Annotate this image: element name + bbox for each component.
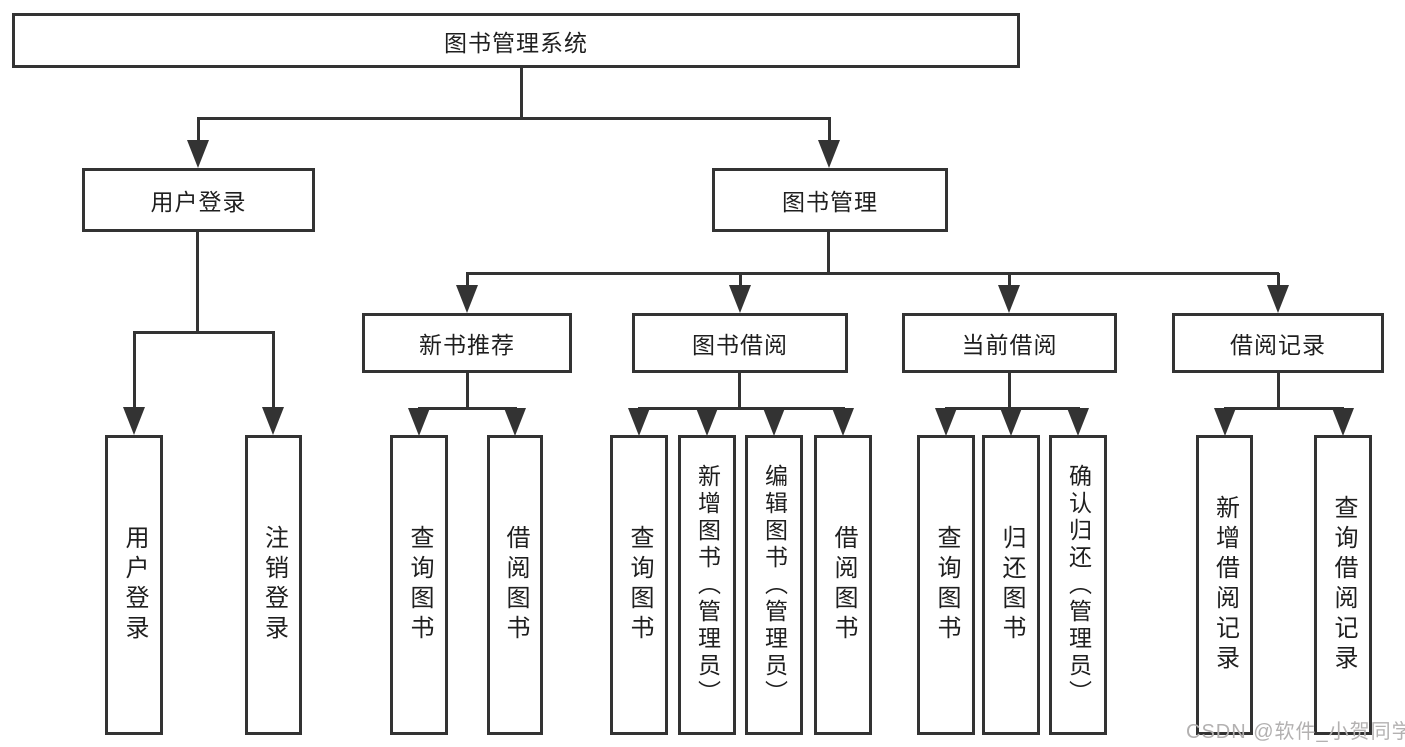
- connector-line: [466, 273, 469, 289]
- connector-line: [466, 373, 469, 410]
- node-root: 图书管理系统: [12, 13, 1020, 68]
- arrow-down-icon: [187, 140, 209, 168]
- arrow-down-icon: [998, 285, 1020, 313]
- leaf-borrow-books-recommend: 借阅图书: [487, 435, 543, 735]
- connector-line: [1277, 273, 1280, 289]
- leaf-query-books-recommend: 查询图书: [390, 435, 448, 735]
- connector-line: [1008, 273, 1011, 289]
- leaf-add-borrow-record-label: 新增借阅记录: [1211, 495, 1239, 675]
- connector-line: [133, 332, 136, 412]
- arrow-down-icon: [818, 140, 840, 168]
- leaf-user-login: 用户登录: [105, 435, 163, 735]
- arrow-down-icon: [832, 408, 854, 436]
- connector-line: [133, 331, 275, 334]
- connector-line: [1277, 373, 1280, 410]
- arrow-down-icon: [504, 408, 526, 436]
- arrow-down-icon: [1267, 285, 1289, 313]
- node-borrow-records-label: 借阅记录: [1230, 332, 1326, 358]
- arrow-down-icon: [1214, 408, 1236, 436]
- leaf-confirm-return-admin: 确认归还（管理员）: [1049, 435, 1107, 735]
- connector-line: [827, 232, 830, 275]
- leaf-return-book: 归还图书: [982, 435, 1040, 735]
- connector-line: [638, 407, 845, 410]
- node-current-borrowing: 当前借阅: [902, 313, 1117, 373]
- leaf-borrow-books: 借阅图书: [814, 435, 872, 735]
- connector-line: [196, 232, 199, 334]
- connector-line: [739, 273, 742, 289]
- leaf-query-books-recommend-label: 查询图书: [406, 525, 433, 645]
- leaf-add-book-admin-label: 新增图书（管理员）: [694, 463, 721, 707]
- arrow-down-icon: [935, 408, 957, 436]
- leaf-logout: 注销登录: [245, 435, 302, 735]
- connector-line: [197, 117, 831, 120]
- arrow-down-icon: [1332, 408, 1354, 436]
- node-book-management: 图书管理: [712, 168, 948, 232]
- arrow-down-icon: [729, 285, 751, 313]
- arrow-down-icon: [123, 407, 145, 435]
- arrow-down-icon: [456, 285, 478, 313]
- connector-line: [1008, 373, 1011, 410]
- node-user-login: 用户登录: [82, 168, 315, 232]
- connector-line: [520, 68, 523, 120]
- leaf-add-book-admin: 新增图书（管理员）: [678, 435, 736, 735]
- leaf-borrow-books-label: 借阅图书: [830, 525, 857, 645]
- node-book-borrowing: 图书借阅: [632, 313, 848, 373]
- node-root-label: 图书管理系统: [444, 29, 588, 56]
- leaf-return-book-label: 归还图书: [998, 525, 1025, 645]
- leaf-query-books-borrowing: 查询图书: [610, 435, 668, 735]
- arrow-down-icon: [262, 407, 284, 435]
- arrow-down-icon: [763, 408, 785, 436]
- watermark: CSDN @软件_小贺同学: [1186, 721, 1405, 743]
- leaf-logout-label: 注销登录: [260, 525, 288, 645]
- leaf-query-borrow-record-label: 查询借阅记录: [1330, 495, 1357, 675]
- connector-line: [738, 373, 741, 410]
- leaf-query-borrow-record: 查询借阅记录: [1314, 435, 1372, 735]
- node-new-book-recommend: 新书推荐: [362, 313, 572, 373]
- leaf-query-books-borrowing-label: 查询图书: [626, 525, 653, 645]
- node-book-borrowing-label: 图书借阅: [692, 332, 788, 358]
- connector-line: [466, 272, 1279, 275]
- arrow-down-icon: [628, 408, 650, 436]
- connector-line: [272, 332, 275, 412]
- connector-line: [197, 118, 200, 144]
- node-current-borrowing-label: 当前借阅: [961, 332, 1058, 358]
- arrow-down-icon: [408, 408, 430, 436]
- arrow-down-icon: [696, 408, 718, 436]
- arrow-down-icon: [1000, 408, 1022, 436]
- leaf-edit-book-admin: 编辑图书（管理员）: [745, 435, 803, 735]
- connector-line: [828, 118, 831, 144]
- arrow-down-icon: [1067, 408, 1089, 436]
- leaf-confirm-return-admin-label: 确认归还（管理员）: [1065, 463, 1092, 707]
- leaf-add-borrow-record: 新增借阅记录: [1196, 435, 1253, 735]
- connector-line: [1224, 407, 1344, 410]
- leaf-borrow-books-recommend-label: 借阅图书: [502, 525, 529, 645]
- leaf-query-books-current-label: 查询图书: [933, 525, 960, 645]
- leaf-query-books-current: 查询图书: [917, 435, 975, 735]
- node-new-book-recommend-label: 新书推荐: [419, 332, 515, 358]
- node-user-login-label: 用户登录: [150, 189, 247, 215]
- leaf-user-login-label: 用户登录: [121, 525, 148, 645]
- connector-line: [418, 407, 517, 410]
- node-borrow-records: 借阅记录: [1172, 313, 1384, 373]
- node-book-management-label: 图书管理: [782, 189, 878, 215]
- leaf-edit-book-admin-label: 编辑图书（管理员）: [761, 463, 788, 707]
